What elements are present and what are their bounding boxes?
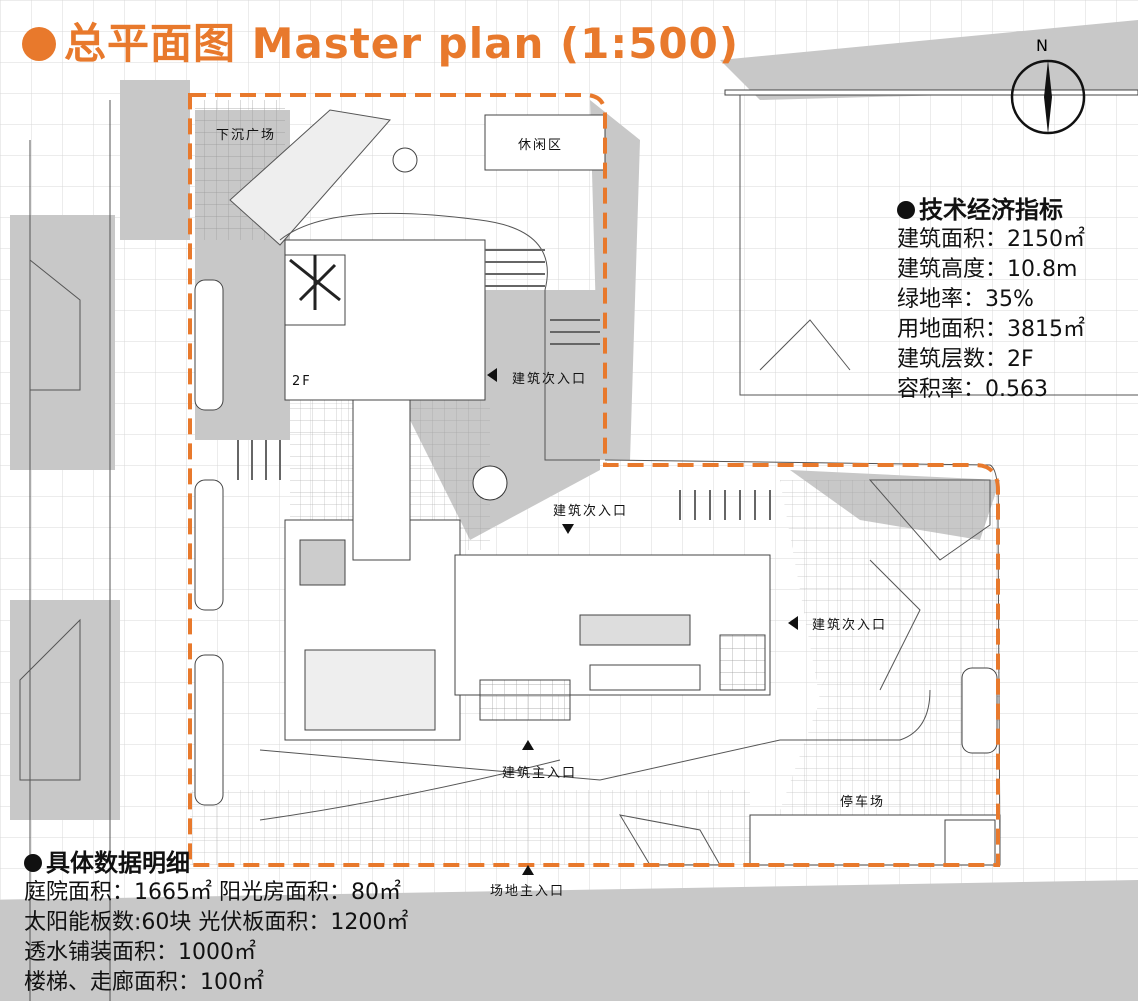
north-label: N — [1036, 36, 1048, 55]
label-parking: 停车场 — [840, 795, 886, 810]
label-2f: 2F — [292, 374, 312, 389]
bullet-icon — [24, 854, 42, 872]
label-sunken-plaza: 下沉广场 — [216, 128, 277, 143]
indicator-row: 建筑层数：2F — [897, 347, 1034, 372]
label-site-main-entrance: 场地主入口 — [490, 884, 566, 899]
label-secondary-entrance-3: 建筑次入口 — [812, 618, 888, 633]
title-bullet-icon — [22, 27, 56, 61]
tree — [289, 255, 341, 310]
indicator-row: 建筑高度：10.8m — [897, 257, 1078, 282]
leisure-building — [484, 114, 606, 171]
label-secondary-entrance-1: 建筑次入口 — [512, 372, 588, 387]
indicator-row: 用地面积：3815㎡ — [897, 317, 1085, 342]
details-panel: 具体数据明细 庭院面积：1665㎡ 阳光房面积：80㎡ 太阳能板数:60块 光伏… — [24, 843, 408, 998]
indicator-row: 建筑面积：2150㎡ — [897, 227, 1085, 252]
indicator-row: 绿地率：35% — [897, 287, 1034, 312]
label-secondary-entrance-2: 建筑次入口 — [553, 504, 629, 519]
page-title: 总平面图 Master plan (1:500) — [22, 10, 739, 71]
indicator-row: 容积率：0.563 — [897, 377, 1048, 402]
detail-row: 楼梯、走廊面积：100㎡ — [24, 970, 264, 995]
site-boundary — [188, 93, 1000, 867]
tech-indicators-panel: 技术经济指标 建筑面积：2150㎡ 建筑高度：10.8m 绿地率：35% 用地面… — [897, 190, 1085, 405]
detail-row: 庭院面积：1665㎡ 阳光房面积：80㎡ — [24, 880, 401, 905]
label-leisure-area: 休闲区 — [518, 138, 564, 153]
bullet-icon — [897, 201, 915, 219]
detail-row: 太阳能板数:60块 光伏板面积：1200㎡ — [24, 910, 409, 935]
detail-row: 透水铺装面积：1000㎡ — [24, 940, 256, 965]
label-main-entrance: 建筑主入口 — [502, 766, 578, 781]
